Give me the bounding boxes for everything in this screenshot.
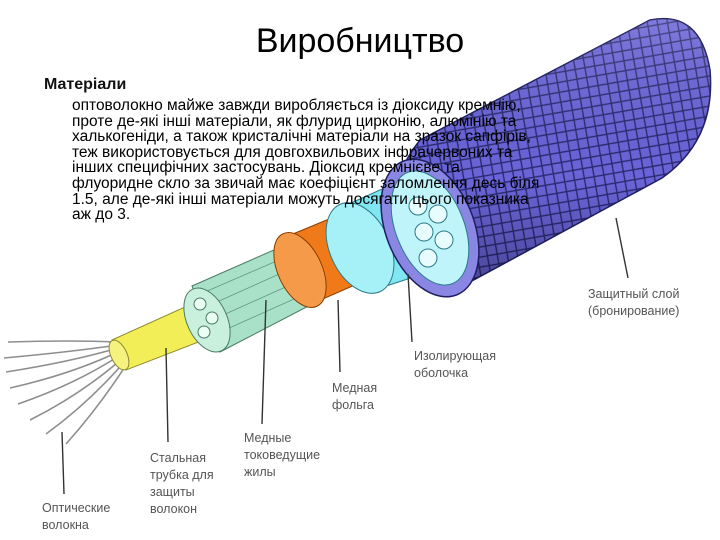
optical-fibers (3, 340, 129, 445)
label-copper-wires: Медные токоведущие жилы (244, 431, 321, 479)
label-copper-foil: Медная фольга (332, 381, 378, 412)
label-steel-tube: Стальная трубка для защиты волокон (150, 451, 214, 516)
label-armor: Защитный слой (бронирование) (588, 287, 680, 318)
optical-fibers-leader (61, 431, 65, 495)
copper-foil-leader (337, 299, 341, 373)
label-optical-fibers: Оптические волокна (42, 501, 111, 532)
steel-tube-leader (165, 347, 169, 443)
label-insulation: Изолирующая оболочка (414, 349, 496, 380)
section-heading: Матеріали (44, 76, 127, 93)
insulation-leader (407, 273, 413, 343)
slide-title: Виробництво (255, 22, 465, 60)
body-paragraph: оптоволокно майже завжди виробляється із… (72, 97, 540, 224)
armor-leader (615, 217, 629, 279)
copper-wires-leader (261, 299, 267, 425)
armor-layer (380, 17, 712, 298)
